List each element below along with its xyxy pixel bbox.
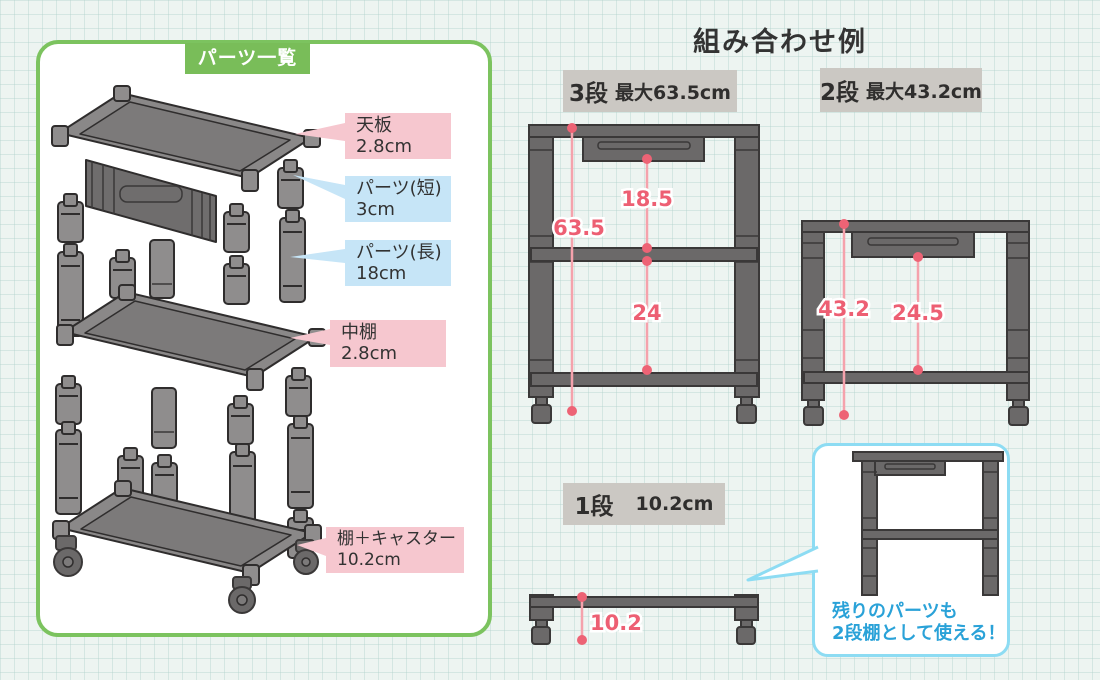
tier-height: 10.2cm <box>635 493 714 515</box>
tier-count: 1段 <box>574 494 614 520</box>
two-tier-diagram: 43.2 24.5 <box>801 219 1030 426</box>
svg-text:43.2: 43.2 <box>818 297 870 321</box>
speech-bubble-text: 残りのパーツも 2段棚として使える！ <box>832 601 1006 645</box>
measurement-total-height: 43.2 <box>816 219 872 420</box>
part-name: 棚＋キャスター <box>337 529 456 549</box>
one-tier-diagram: 10.2 <box>529 592 759 645</box>
three-tier-diagram: 63.5 18.5 24 <box>528 123 760 424</box>
svg-text:24: 24 <box>632 301 661 325</box>
label-caster-shelf: 棚＋キャスター 10.2cm <box>326 527 464 573</box>
svg-text:63.5: 63.5 <box>553 216 605 240</box>
parts-list-title: パーツ一覧 <box>185 43 310 74</box>
svg-text:18.5: 18.5 <box>621 187 673 211</box>
part-size: 18cm <box>356 263 407 284</box>
one-tier-header: 1段 10.2cm <box>563 483 725 525</box>
three-tier-header: 3段 最大63.5cm <box>563 70 737 112</box>
measurement-lower-gap: 24 <box>630 256 664 375</box>
part-name: パーツ(短) <box>356 178 442 199</box>
bubble-line-1: 残りのパーツも <box>832 601 958 622</box>
part-size: 2.8cm <box>341 343 398 364</box>
measurement-total-height: 63.5 <box>551 123 607 416</box>
label-top-board: 天板 2.8cm <box>345 113 451 159</box>
part-size: 2.8cm <box>356 136 413 157</box>
measurement-gap: 24.5 <box>890 252 946 375</box>
label-middle-shelf: 中棚 2.8cm <box>330 320 446 367</box>
tier-count: 3段 <box>569 81 609 107</box>
svg-text:24.5: 24.5 <box>892 301 944 325</box>
combination-examples-title: 組み合わせ例 <box>693 27 867 58</box>
part-name: 天板 <box>356 115 392 136</box>
part-size: 10.2cm <box>337 550 401 570</box>
label-long-part: パーツ(長) 18cm <box>345 240 451 286</box>
measurement-upper-gap: 18.5 <box>619 154 675 253</box>
svg-text:10.2: 10.2 <box>590 611 642 635</box>
speech-bubble-tail <box>746 545 819 582</box>
bubble-line-2: 2段棚として使える！ <box>832 623 1006 644</box>
tier-max-height: 最大63.5cm <box>615 81 731 104</box>
tier-max-height: 最大43.2cm <box>866 80 982 103</box>
part-name: パーツ(長) <box>356 242 442 263</box>
part-name: 中棚 <box>341 322 377 343</box>
part-size: 3cm <box>356 199 395 220</box>
tier-count: 2段 <box>820 80 860 106</box>
label-short-part: パーツ(短) 3cm <box>345 176 451 222</box>
two-tier-header: 2段 最大43.2cm <box>820 68 982 112</box>
measurement-height: 10.2 <box>577 592 644 645</box>
